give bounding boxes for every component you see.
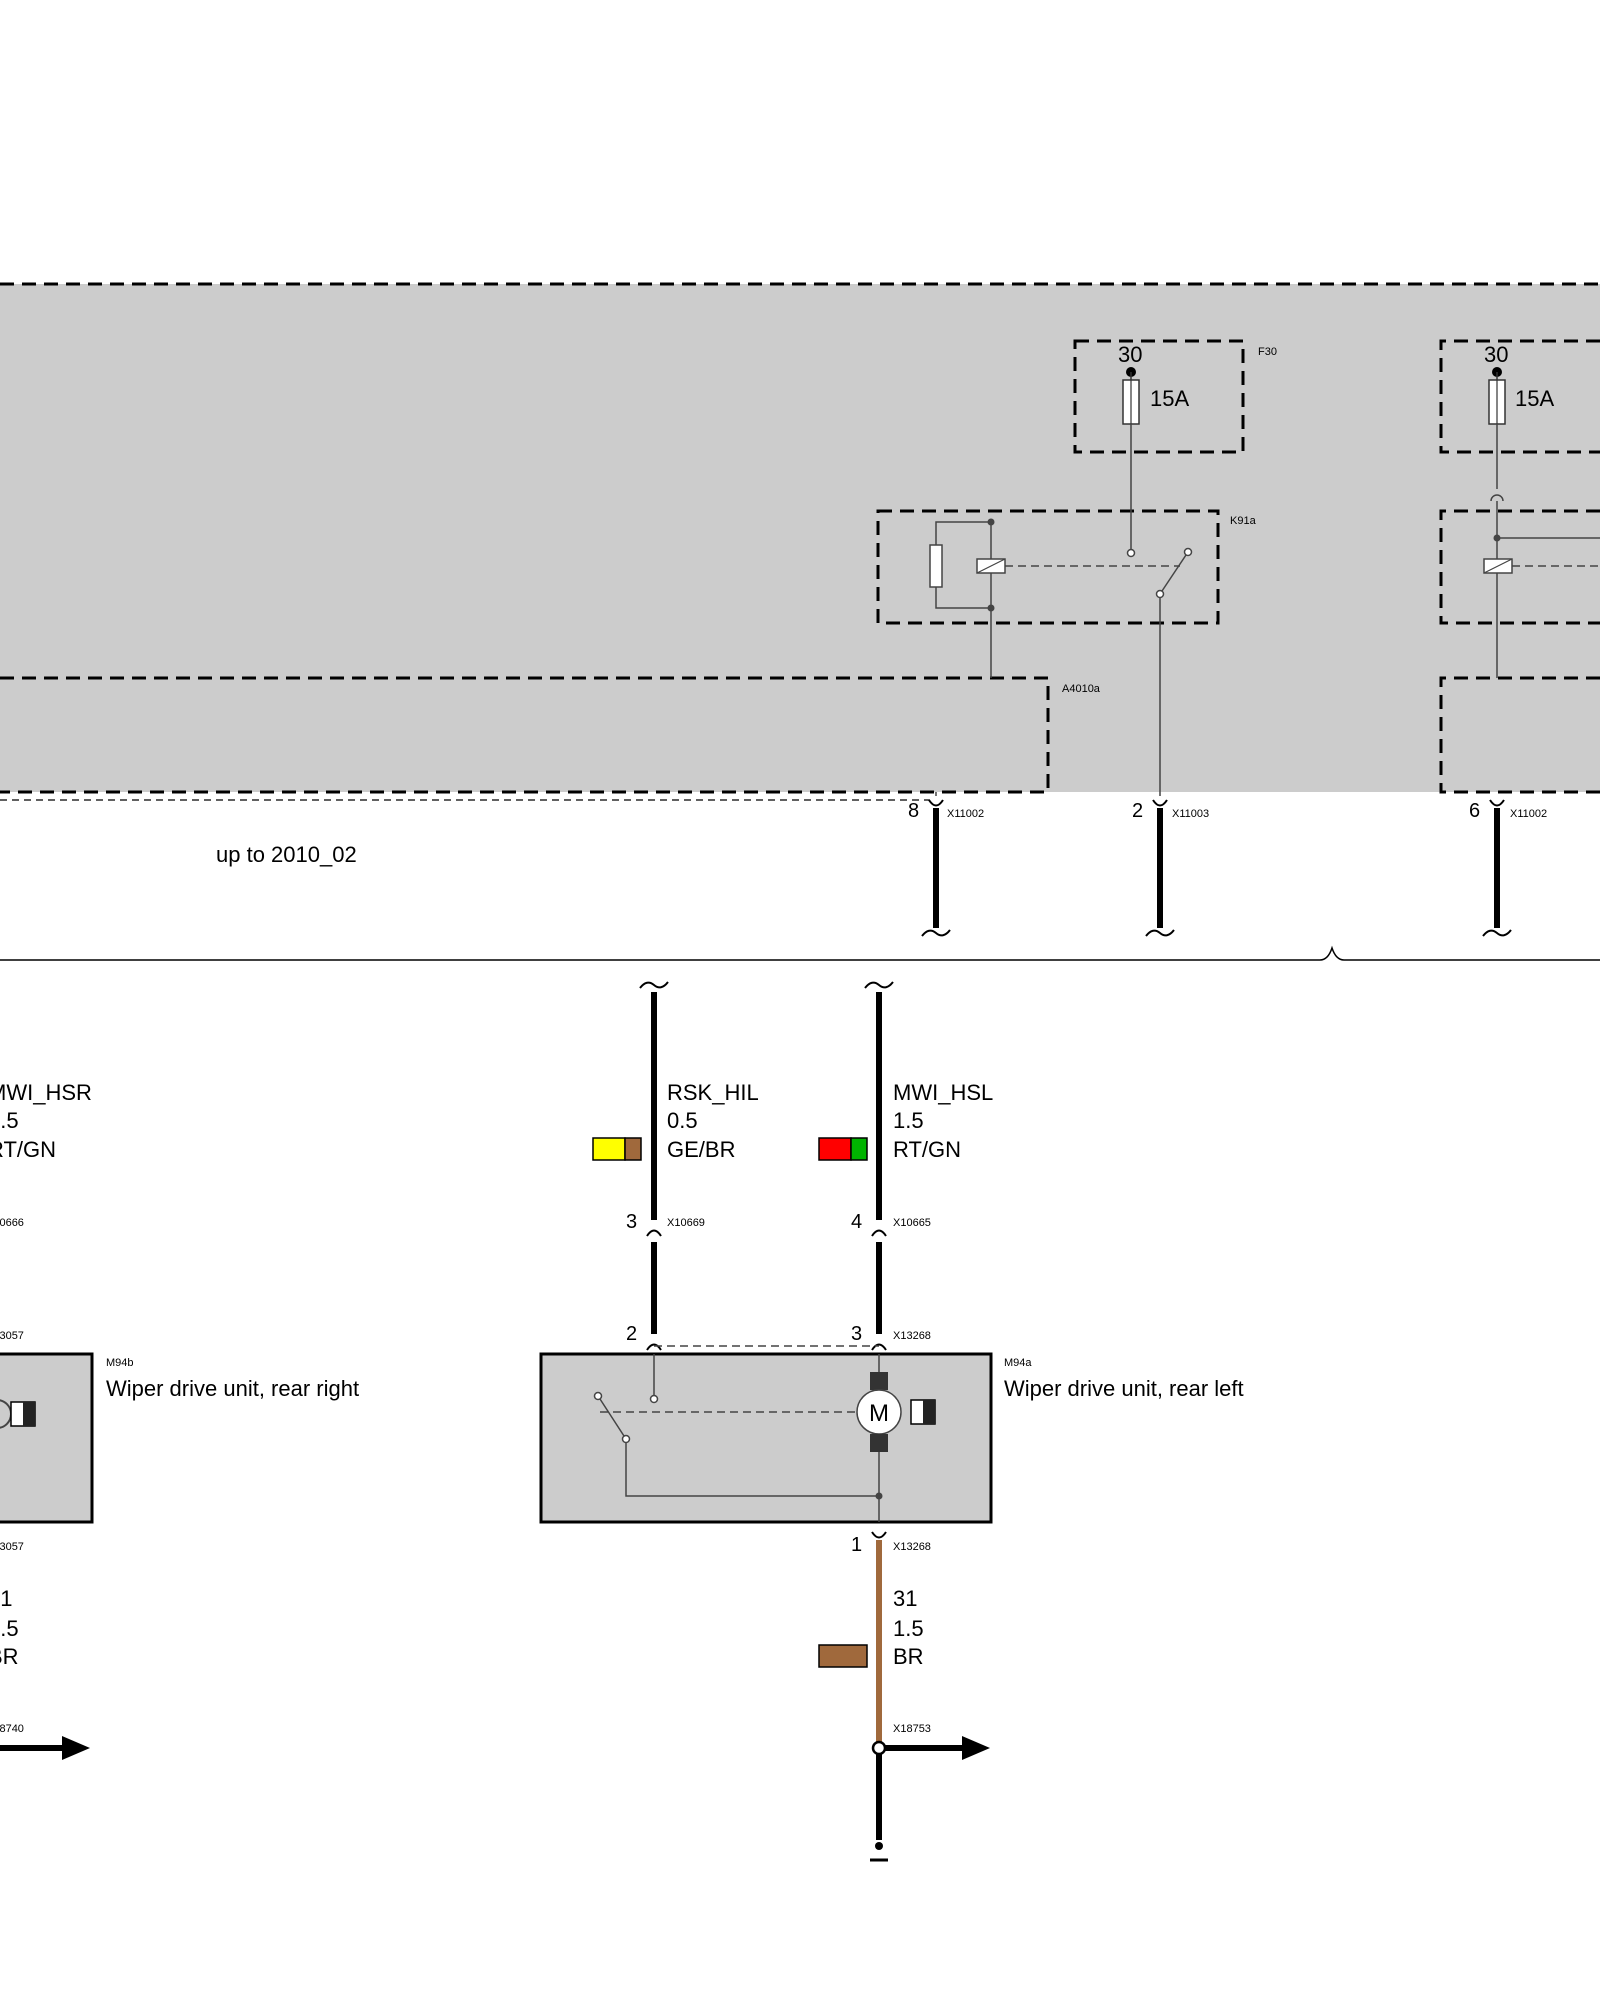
connector-pin: 8: [908, 800, 919, 822]
wire-color-swatch: [818, 1644, 868, 1668]
wire-mwi-hsl: MWI_HSL 1.5 RT/GN 4 X10665: [818, 981, 993, 1351]
wire-pin: 4: [851, 1211, 862, 1233]
fuse-right-terminal: 30: [1484, 342, 1508, 367]
resistor-icon: [929, 544, 943, 588]
wire-cross-section: 0.5: [667, 1108, 698, 1133]
wire-signal: RSK_HIL: [667, 1080, 759, 1105]
wire-cross-section: 1.5: [893, 1616, 924, 1641]
fuse-rating: 15A: [1150, 386, 1189, 411]
module-background: [0, 284, 1600, 792]
wire-rsk-hil: RSK_HIL 0.5 GE/BR 3 X10669: [592, 981, 759, 1351]
motor-label: M94a: [1004, 1357, 1032, 1369]
wire-color-swatch: [624, 1137, 642, 1161]
wire-pin: 3: [626, 1211, 637, 1233]
control-unit-a4010a: A4010a: [0, 676, 1101, 801]
variant-note: up to 2010_02: [216, 842, 357, 867]
splice-point: [871, 1740, 887, 1756]
connector-pin: 6: [1469, 800, 1480, 822]
fuse-terminal: 30: [1118, 342, 1142, 367]
motor-label: M94b: [106, 1357, 134, 1369]
wire-color-swatch: [850, 1137, 868, 1161]
park-switch-blade: [599, 1398, 625, 1437]
motor-brush-top: [870, 1372, 888, 1390]
control-unit-right: [1439, 676, 1600, 794]
motor-pin-a: 2: [626, 1323, 637, 1345]
connector-name: X11002: [1510, 808, 1547, 820]
motor-name: Wiper drive unit, rear left: [1004, 1376, 1244, 1401]
fuse-right: 30 15A: [1439, 339, 1600, 454]
wire-signal: MWI_HSR: [0, 1080, 92, 1105]
wire-signal: MWI_HSL: [893, 1080, 993, 1105]
motor-connector-top: X13057: [0, 1330, 24, 1342]
connector-x11002-pin8: 8 X11002: [908, 799, 984, 937]
connector-name: X11003: [1172, 808, 1209, 820]
motor-connector-top: X13268: [893, 1330, 931, 1342]
wire-color-code: BR: [893, 1644, 924, 1669]
wire-connector: X10666: [0, 1217, 24, 1229]
wire-pin: 1: [851, 1534, 862, 1556]
ground-terminal-icon: [875, 1842, 883, 1850]
motor-name: Wiper drive unit, rear right: [106, 1376, 359, 1401]
connector-x11003-pin2: 2 X11003: [1132, 799, 1209, 937]
wire-color-code: BR: [0, 1644, 19, 1669]
wire-color-swatch: [592, 1137, 626, 1161]
fuse-right-rating: 15A: [1515, 386, 1554, 411]
wire-connector: X10665: [893, 1217, 931, 1229]
wire-color-swatch: [818, 1137, 852, 1161]
fuse-label: F30: [1258, 346, 1277, 358]
arrow-head-icon: [62, 1736, 90, 1760]
motor-connector-bottom: X13057: [0, 1541, 24, 1553]
wire-signal: 31: [893, 1586, 917, 1611]
motor-m94a: 2 3 X13268 M M94a Wiper drive unit, rear…: [539, 1323, 1244, 1524]
variant-brace: [0, 945, 1600, 961]
wire-cross-section: 1.5: [893, 1108, 924, 1133]
wire-ground-left: 1 X13268 31 1.5 BR X18753: [818, 1531, 990, 1862]
wire-ground-right: 31 1.5 BR X18740: [0, 1586, 90, 1760]
arrow-head-icon: [962, 1736, 990, 1760]
control-unit-label: A4010a: [1062, 683, 1101, 695]
motor-symbol: M: [869, 1400, 889, 1427]
motor-brush-bottom: [870, 1434, 888, 1452]
splice-name: X18753: [893, 1723, 931, 1735]
wire-cross-section: 1.5: [0, 1108, 19, 1133]
wire-color-code: GE/BR: [667, 1137, 735, 1162]
wire-cross-section: 1.5: [0, 1616, 19, 1641]
connector-pin: 2: [1132, 800, 1143, 822]
relay-k91a: K91a: [876, 424, 1257, 796]
connector-name: X11002: [947, 808, 984, 820]
motor-housing: [539, 1352, 993, 1524]
relay-label: K91a: [1230, 515, 1257, 527]
wire-color-code: RT/GN: [893, 1137, 961, 1162]
wire-signal: 31: [0, 1586, 12, 1611]
splice-name: X18740: [0, 1723, 24, 1735]
wire-connector: X10669: [667, 1217, 705, 1229]
wire-color-code: RT/GN: [0, 1137, 56, 1162]
motor-pin-b: 3: [851, 1323, 862, 1345]
connector-x11002-pin6: 6 X11002: [1469, 799, 1547, 937]
relay-right: [1439, 424, 1600, 678]
wire-mwi-hsr: MWI_HSR 1.5 RT/GN X10666: [0, 1080, 92, 1229]
relay-switch-blade: [1159, 551, 1189, 595]
motor-m94b: X13057 M94b Wiper drive unit, rear right…: [0, 1330, 359, 1553]
wire-connector: X13268: [893, 1541, 931, 1553]
